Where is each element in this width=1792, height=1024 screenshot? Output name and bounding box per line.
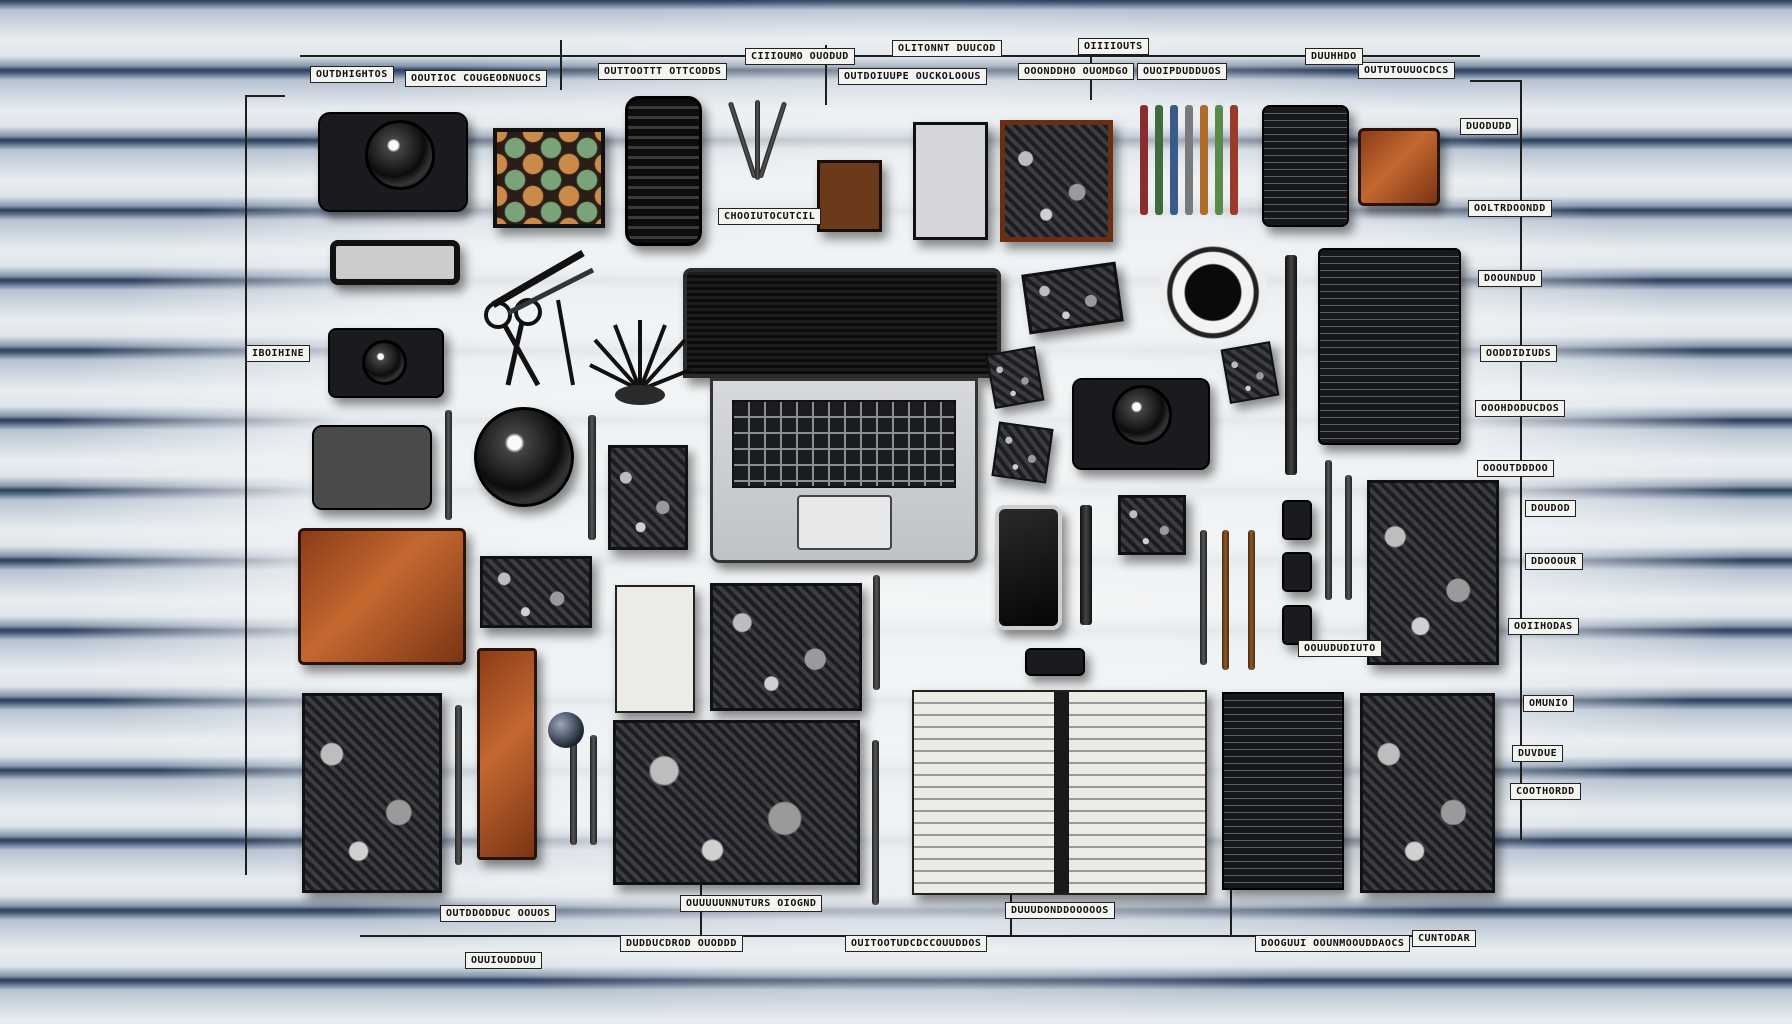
card-reader: [1025, 648, 1085, 676]
callout-label: OOLTRDOONDD: [1468, 200, 1552, 217]
camera-strap: [1285, 255, 1297, 475]
e-reader: [1262, 105, 1349, 227]
callout-label: OLITONNT DUUCOD: [892, 40, 1002, 57]
pen: [590, 735, 597, 845]
callout-label: DDOOOUR: [1525, 553, 1583, 570]
lens-cap: [474, 407, 574, 507]
camera-lens-tall: [625, 96, 702, 246]
laptop-keyboard: [732, 400, 956, 488]
tablet-code-bottom: [1222, 692, 1344, 890]
pen: [588, 415, 596, 540]
callout-label: OUUUUUNNUTURS OIOGND: [680, 895, 823, 912]
pencil-cup: [817, 160, 882, 232]
callout-label: DOUDOD: [1525, 500, 1577, 517]
callout-label: OOIIHODAS: [1508, 618, 1579, 635]
paint-set: [913, 122, 988, 240]
callout-line: [560, 40, 562, 90]
laptop-trackpad: [797, 495, 892, 550]
callout-label: OUTDHIGHTOS: [310, 66, 394, 83]
wood-coaster: [1358, 128, 1440, 206]
paint-palette: [493, 128, 605, 228]
callout-label: DUODUDD: [1460, 118, 1518, 135]
callout-label: DUDDUCDROD OUODDD: [620, 935, 743, 952]
pen: [1200, 530, 1207, 665]
callout-label: OMUNIO: [1523, 695, 1575, 712]
callout-label: OUTDDODDUC OOUOS: [440, 905, 557, 922]
callout-label: OODDIDIUDS: [1480, 345, 1558, 362]
instant-camera: [312, 425, 432, 510]
eyeglasses: [330, 240, 460, 285]
callout-label: IBOIHINE: [246, 345, 311, 362]
callout-line: [245, 95, 285, 97]
callout-line: [1470, 80, 1520, 82]
pen: [445, 410, 452, 520]
callout-line: [245, 95, 247, 875]
laptop-screen: [683, 268, 1001, 378]
brush-holder: [727, 100, 790, 190]
usb-drive: [1282, 500, 1312, 540]
wooden-box: [298, 528, 466, 665]
usb-drive: [1282, 605, 1312, 645]
callout-label: OIIIIOUTS: [1078, 38, 1149, 55]
callout-label: COOTHORDD: [1510, 783, 1581, 800]
photo-print: [1118, 495, 1186, 555]
small-sketch-card: [608, 445, 688, 550]
pencil: [1222, 530, 1229, 670]
callout-label: DUVDUE: [1512, 745, 1564, 762]
tablet-code: [1318, 248, 1461, 445]
smartphone: [995, 505, 1062, 630]
film-strip-case: [477, 648, 537, 860]
collage-sketch: [710, 583, 862, 711]
callout-line: [825, 45, 827, 105]
callout-label: OOUTIOC COUGEODNUOCS: [405, 70, 548, 87]
pen: [455, 705, 462, 865]
callout-label: DUUUDONDDOOOOOS: [1005, 902, 1115, 919]
pen: [570, 735, 577, 845]
callout-label: OOUUDUDIUTO: [1298, 640, 1382, 657]
callout-label: CIIIOUMO OUODUD: [745, 48, 855, 65]
colored-pencils: [1135, 105, 1247, 217]
callout-label: OUUIOUDDUU: [465, 952, 543, 969]
pen: [1325, 460, 1332, 600]
callout-label: OOONDDHO OUOMDGO: [1018, 63, 1135, 80]
pen: [873, 575, 880, 690]
pen: [872, 740, 879, 905]
coffee-cup: [1158, 245, 1268, 340]
camera-lens: [365, 120, 435, 190]
brush-pen-icon: [491, 249, 595, 315]
callout-label: OUTTOOTTT OTTCODDS: [598, 63, 728, 80]
callout-label: OOOUTDDDOO: [1477, 460, 1555, 477]
sketch-tablet-large: [613, 720, 860, 885]
open-notebook: [912, 690, 1207, 895]
callout-label: OUITOOTUDCDCCOUUDDOS: [845, 935, 988, 952]
callout-label: CHOOIUTOCUTCIL: [718, 208, 822, 225]
pencil: [1248, 530, 1255, 670]
callout-label: OOOHDODUCDOS: [1475, 400, 1566, 417]
callout-label: DOOUNDUD: [1478, 270, 1543, 287]
callout-label: DOOGUUI OOUNMOOUDDAOCS: [1255, 935, 1411, 952]
sketchbook-left: [302, 693, 442, 893]
round-button: [548, 712, 584, 748]
tree-drawing-card: [615, 585, 695, 713]
usb-cable: [1080, 505, 1092, 625]
callout-label: OUTDOIUUPE OUCKOLOOUS: [838, 68, 987, 85]
callout-label: CUNTODAR: [1412, 930, 1477, 947]
sketch-tablet-small: [480, 556, 592, 628]
compact-camera-lens: [362, 340, 407, 385]
dslr-right-lens: [1112, 385, 1172, 445]
sketchbook-right-bottom: [1360, 693, 1495, 893]
callout-label: OUOIPDUDDUOS: [1137, 63, 1228, 80]
pen: [1345, 475, 1352, 600]
framed-sketch: [1000, 120, 1113, 242]
brushes-bundle-icon: [589, 320, 691, 405]
callout-label: OUTUTOUUOCDCS: [1358, 62, 1455, 79]
callout-label: DUUHHDO: [1305, 48, 1363, 65]
callout-line: [1230, 880, 1232, 935]
callout-line: [300, 55, 1480, 57]
sketchbook-right-top: [1367, 480, 1499, 665]
usb-drive: [1282, 552, 1312, 592]
